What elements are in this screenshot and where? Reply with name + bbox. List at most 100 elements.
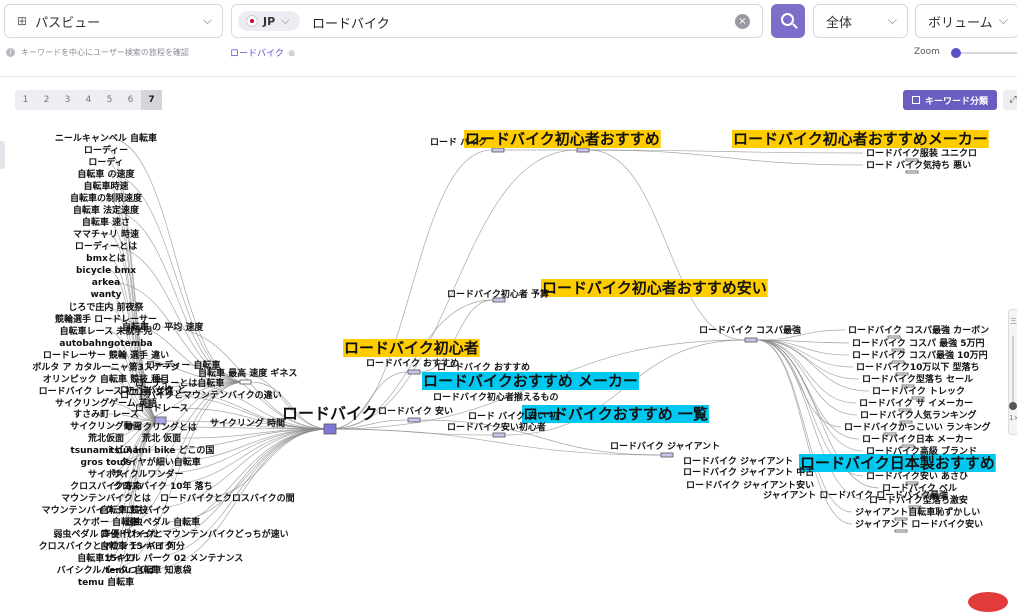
graph-label[interactable]: ロードバイクとクロスバイクの間 [160, 493, 295, 504]
graph-node[interactable] [905, 481, 919, 485]
graph-label[interactable]: ロードバイク ジャイアント [683, 456, 793, 467]
sort-select[interactable]: ボリューム ⌵ [915, 4, 1017, 38]
graph-label[interactable]: tsunami ビスト [70, 444, 141, 456]
highlight-label[interactable]: ロードバイクおすすめ メーカー [423, 372, 638, 390]
graph-label[interactable]: バイシクルパークつくば [57, 564, 156, 576]
graph-label[interactable]: ロードバイク安い初心者 [447, 421, 546, 433]
graph-node[interactable] [905, 158, 919, 162]
graph-label[interactable]: マウンテンバイク クロスバイク [42, 505, 171, 516]
graph-label[interactable]: 荒北仮面 [87, 432, 124, 444]
graph-label[interactable]: ジャイアント ロードバイク安い [855, 518, 983, 530]
center-keyword-label[interactable]: ロードバイク [282, 404, 378, 423]
graph-node[interactable] [492, 432, 506, 438]
graph-label[interactable]: ロードバイク コスパ最強 [699, 324, 801, 336]
graph-label[interactable]: すさみ町 レース [73, 409, 139, 420]
highlight-label[interactable]: ロードバイク初心者おすすめメーカー [733, 130, 988, 148]
graph-label[interactable]: サイポス [88, 468, 124, 480]
vertical-zoom-track[interactable] [1012, 336, 1014, 406]
graph-label[interactable]: 自転車 速さ [82, 216, 130, 228]
keyword-tag[interactable]: ロードバイク⊗ [230, 46, 295, 59]
graph-label[interactable]: ロードバイク ジャイアント 中古 [683, 466, 814, 478]
graph-label[interactable]: タイヤが細い自転車 [120, 456, 201, 468]
graph-node[interactable] [901, 444, 915, 448]
graph-label[interactable]: arkea [92, 278, 120, 288]
graph-node[interactable] [407, 369, 421, 375]
graph-node[interactable] [887, 335, 901, 339]
clear-icon[interactable]: × [735, 14, 750, 29]
graph-label[interactable]: ロードバイク コスパ最強 10万円 [852, 349, 988, 361]
expand-icon[interactable]: ⤢ [1003, 90, 1017, 110]
graph-label[interactable]: クロスバイク寿命 [70, 480, 143, 492]
level-button-4[interactable]: 4 [85, 95, 92, 105]
graph-node[interactable] [744, 337, 758, 343]
graph-node[interactable] [323, 423, 337, 435]
level-button-5[interactable]: 5 [106, 95, 113, 105]
graph-label[interactable]: 自転車の制限速度 [70, 192, 143, 204]
graph-label[interactable]: wanty [91, 290, 122, 300]
graph-label[interactable]: ロードバイク 安い [378, 405, 453, 417]
graph-label[interactable]: ママチャリ 時速 [73, 228, 139, 240]
country-select[interactable]: JP ⌵ [238, 11, 300, 31]
graph-label[interactable]: 自転車 の速度 [77, 168, 135, 180]
graph-label[interactable]: ロードバイク服装 ユニクロ [866, 147, 977, 159]
graph-label[interactable]: 自転車 法定速度 [73, 204, 140, 216]
graph-label[interactable]: スケボー 自転車 [73, 516, 139, 528]
graph-label[interactable]: ロードレーサー 競輪 選手 違い [43, 349, 169, 361]
graph-label[interactable]: 自転車 競技 [100, 504, 149, 516]
graph-label[interactable]: ジャイアント ロードバイク ロードバイク最強 [763, 489, 948, 501]
graph-label[interactable]: ロードバイク型落ち セール [862, 373, 973, 385]
graph-node[interactable] [154, 416, 167, 425]
highlight-label[interactable]: ロードバイク初心者おすすめ [465, 130, 660, 148]
graph-label[interactable]: マウンテンバイクとは [61, 493, 151, 504]
graph-label[interactable]: 荒北 仮面 [141, 432, 181, 444]
scope-select[interactable]: 全体 ⌵ [813, 4, 908, 38]
graph-label[interactable]: ロードバイク おすすめ [366, 358, 459, 369]
graph-node[interactable] [901, 384, 915, 388]
tag-close-icon[interactable]: ⊗ [287, 49, 296, 59]
graph-label[interactable]: autobahngotemba [59, 339, 152, 349]
graph-node[interactable] [905, 170, 919, 174]
graph-node[interactable] [883, 432, 897, 436]
graph-label[interactable]: bmxとは [86, 253, 126, 264]
graph-label[interactable]: ロードバイク安い あさひ [866, 470, 968, 482]
level-button-1[interactable]: 1 [22, 95, 29, 105]
graph-label[interactable]: ロードバイク初心者 予算 [447, 288, 549, 300]
graph-label[interactable]: ロードバイクかっこいい ランキング [844, 421, 991, 433]
graph-label[interactable]: ロードバイク日本 メーカー [862, 433, 973, 445]
graph-node[interactable] [894, 529, 908, 533]
graph-node[interactable] [407, 417, 421, 423]
graph-label[interactable]: クロスバイクとマウンテンバイク [39, 541, 174, 552]
notification-badge[interactable] [968, 592, 1008, 612]
highlight-label[interactable]: ロードバイクおすすめ 一覧 [523, 405, 708, 423]
graph-label[interactable]: 競輪選手 ロードレーサー [55, 313, 157, 325]
level-button-6[interactable]: 6 [127, 95, 134, 105]
zoom-slider-handle[interactable] [951, 48, 961, 58]
graph-label[interactable]: 弱虫ペダル 自転車 [125, 516, 200, 528]
graph-label[interactable]: サイクリング動画 [70, 420, 142, 432]
left-panel-toggle[interactable] [0, 141, 5, 169]
graph-label[interactable]: 自転車 の 平均 速度 [122, 321, 204, 333]
graph-node[interactable] [898, 408, 912, 412]
graph-label[interactable]: サイクリング 時間 [210, 417, 285, 429]
graph-label[interactable]: ローディーとは自転車 [135, 377, 224, 389]
level-button-3[interactable]: 3 [64, 95, 71, 105]
graph-label[interactable]: ローディーとは [75, 240, 137, 252]
graph-node[interactable] [895, 372, 909, 376]
graph-node[interactable] [911, 396, 925, 400]
graph-label[interactable]: ロードバイク ジャイアント安い [686, 479, 814, 491]
keyword-cluster-button[interactable]: キーワード分類 [903, 90, 997, 110]
graph-label[interactable]: ロードバイク高級 ブランド [866, 445, 977, 457]
graph-label[interactable]: ロードバイク型落ち激安 [869, 494, 968, 506]
graph-label[interactable]: ロードバイク ジャイアント [610, 441, 720, 452]
graph-label[interactable]: ボルタ ア カタル一ニャ第3ステージ [32, 361, 179, 373]
graph-label[interactable]: 自転車レース 未就学児 [60, 325, 153, 337]
graph-label[interactable]: ロードバイク おすすめ [437, 362, 530, 373]
graph-node[interactable] [908, 505, 922, 509]
graph-label[interactable]: ロードバイクとマウンテンバイクの違い [120, 389, 282, 401]
graph-label[interactable]: ロードバイク コスパ最強 カーボン [848, 324, 989, 336]
graph-label[interactable]: temu 自転車 [78, 576, 134, 588]
graph-node[interactable] [891, 360, 905, 364]
graph-label[interactable]: temu 自転車 知恵袋 [105, 564, 192, 576]
graph-label[interactable]: ジャイアント自転車恥ずかしい [855, 506, 980, 518]
